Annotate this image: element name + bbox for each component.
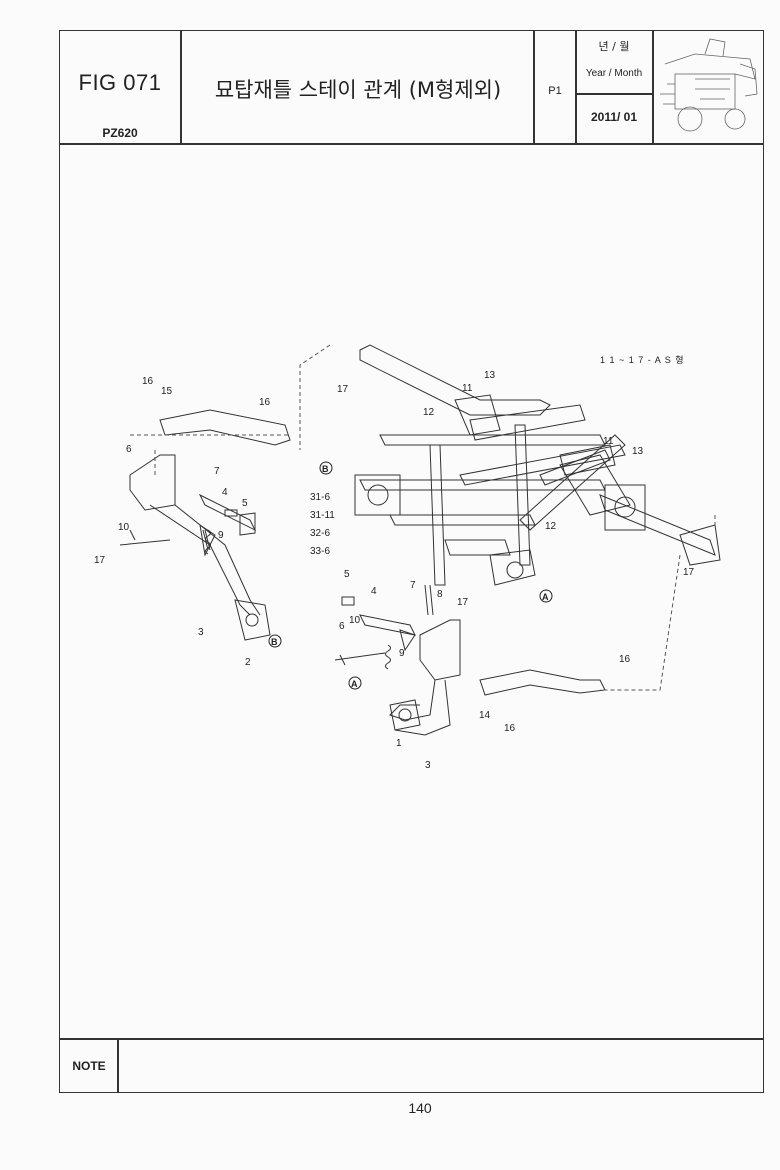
page-frame <box>59 30 764 1093</box>
callout-8: 8 <box>437 589 443 600</box>
callout-16c: 16 <box>619 654 631 665</box>
header-col-divider-2 <box>533 30 535 144</box>
callout-7a: 7 <box>214 466 220 477</box>
model-code: PZ620 <box>102 126 138 140</box>
left-bracket <box>354 474 401 516</box>
right-gusset <box>559 454 631 516</box>
callout-6b: 6 <box>339 621 345 632</box>
callout-1: 1 <box>396 738 402 749</box>
callout-3b: 3 <box>425 760 431 771</box>
ref-b-upper <box>319 461 333 475</box>
right-pivot-bracket <box>419 619 461 681</box>
callout-5b: 5 <box>344 569 350 580</box>
header-col-divider-4 <box>652 30 654 144</box>
callout-17d: 17 <box>683 567 695 578</box>
callout-4b: 4 <box>371 586 377 597</box>
left-pivot-bracket <box>129 454 176 511</box>
callout-3a: 3 <box>198 627 204 638</box>
svg-text:B: B <box>271 637 278 647</box>
right-rod <box>479 669 606 696</box>
callout-7b: 7 <box>410 580 416 591</box>
callout-5a: 5 <box>242 498 248 509</box>
page-number: 140 <box>408 1100 432 1116</box>
svg-text:A: A <box>351 679 358 689</box>
year-month-value: 2011/ 01 <box>590 110 638 124</box>
callout-17a: 17 <box>94 555 106 566</box>
group-label-31-11: 31-11 <box>310 510 335 521</box>
callout-15: 15 <box>161 386 173 397</box>
callout-12b: 12 <box>545 521 557 532</box>
ref-a-right <box>539 589 553 603</box>
year-month-divider <box>575 93 653 95</box>
left-stay-foot <box>234 599 271 641</box>
callout-10a: 10 <box>118 522 130 533</box>
year-month-label-ko: 년 / 월 <box>598 40 630 53</box>
header-col-divider-1 <box>180 30 182 144</box>
callout-2: 2 <box>245 657 251 668</box>
header-divider <box>59 143 764 145</box>
callout-9b: 9 <box>399 648 405 659</box>
variant-note: 1 1 ~ 1 7 - A S 형 <box>600 355 685 365</box>
right-rail <box>599 494 716 556</box>
group-label-32-6: 32-6 <box>310 528 330 539</box>
svg-text:A: A <box>542 592 549 602</box>
header-col-divider-3 <box>575 30 577 144</box>
callout-16b: 16 <box>259 397 271 408</box>
upper-rail <box>359 344 551 416</box>
group-labels: 31-6 31-11 32-6 33-6 <box>310 492 335 557</box>
left-rod <box>159 409 291 446</box>
callout-13b: 13 <box>632 446 644 457</box>
callout-17b: 17 <box>337 384 349 395</box>
year-month-label-en: Year / Month <box>585 68 643 79</box>
ref-b-lower <box>268 634 282 648</box>
page-title: 묘탑재틀 스테이 관계 (M형제외) <box>214 78 502 102</box>
reference-markers: B B A A <box>268 461 553 690</box>
callout-labels: 1 2 3 3 4 4 5 5 6 6 7 7 8 9 9 10 10 11 1… <box>94 370 695 771</box>
page-code: P1 <box>548 85 562 97</box>
right-stay-arm <box>389 679 436 721</box>
svg-text:B: B <box>322 464 329 474</box>
lower-bracket <box>489 549 536 586</box>
callout-16a: 16 <box>142 376 154 387</box>
right-stay-foot <box>389 699 421 731</box>
machine-thumbnail <box>660 38 758 132</box>
callout-17c: 17 <box>457 597 469 608</box>
note-col-divider <box>117 1038 119 1093</box>
group-label-31-6: 31-6 <box>310 492 330 503</box>
callout-10b: 10 <box>349 615 361 626</box>
note-label: NOTE <box>72 1059 106 1073</box>
cross-frame-upper <box>379 434 606 446</box>
callout-13a: 13 <box>484 370 496 381</box>
group-label-33-6: 33-6 <box>310 546 330 557</box>
ref-a-left <box>348 676 362 690</box>
callout-16d: 16 <box>504 723 516 734</box>
callout-14: 14 <box>479 710 491 721</box>
callout-4a: 4 <box>222 487 228 498</box>
callout-6a: 6 <box>126 444 132 455</box>
exploded-parts-diagram: 1 1 ~ 1 7 - A S 형 1 2 3 3 4 4 5 5 6 6 7 … <box>94 344 721 771</box>
callout-11a: 11 <box>462 383 473 394</box>
callout-12a: 12 <box>423 407 435 418</box>
note-top-line <box>59 1038 764 1040</box>
callout-11b: 11 <box>603 436 614 447</box>
callout-9a: 9 <box>218 530 224 541</box>
figure-number: FIG 071 <box>78 70 162 95</box>
